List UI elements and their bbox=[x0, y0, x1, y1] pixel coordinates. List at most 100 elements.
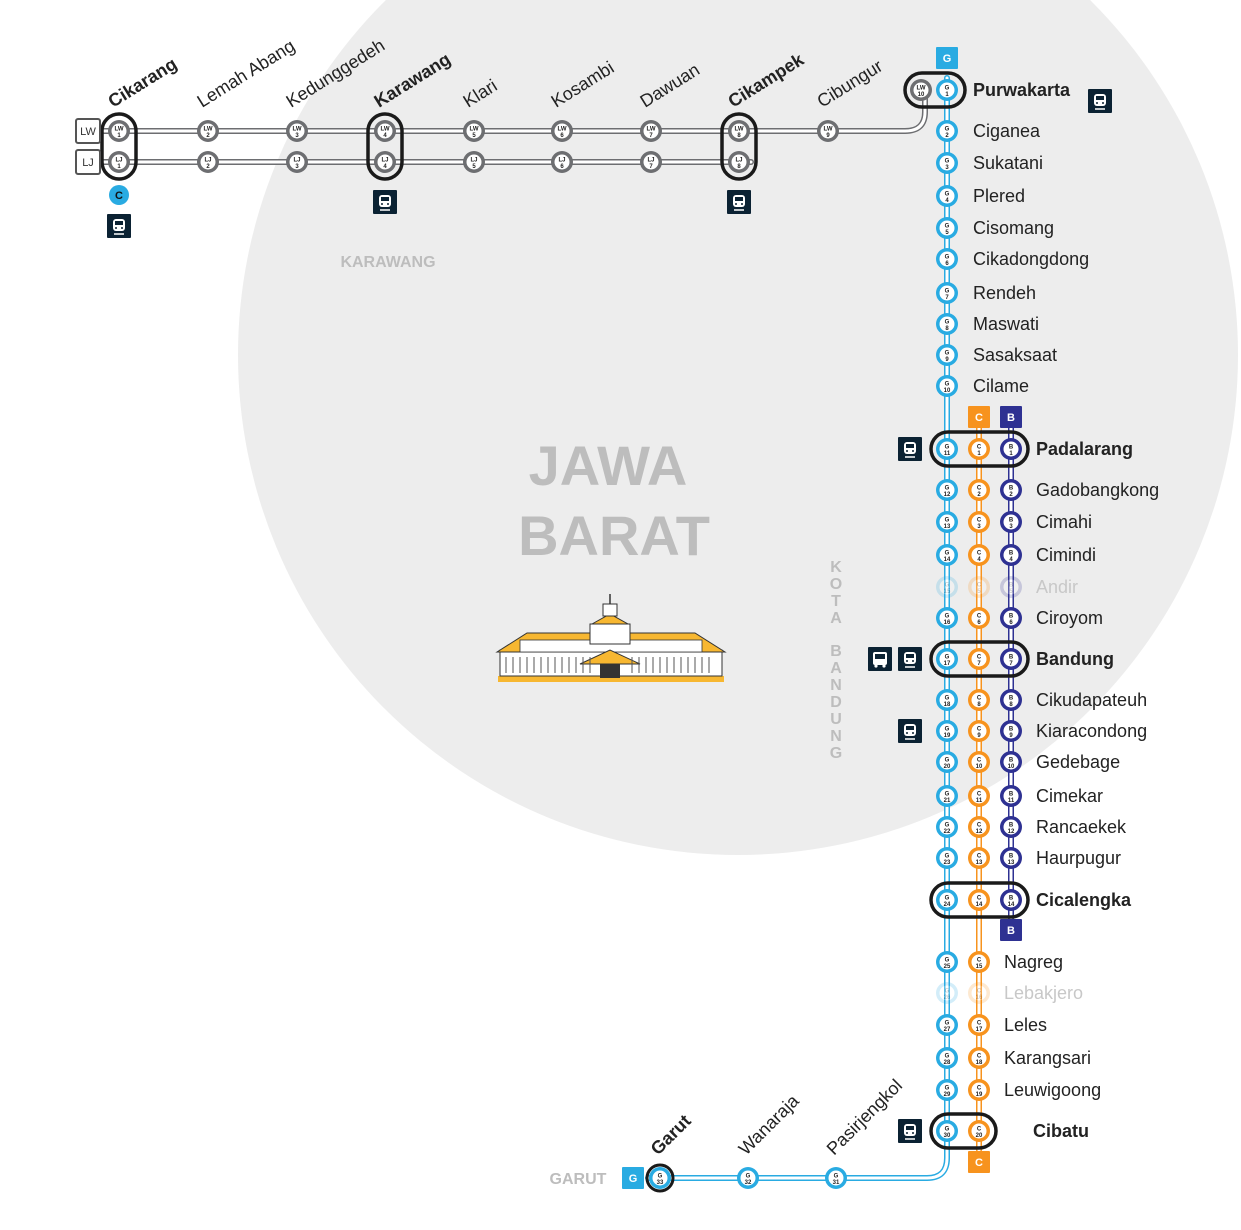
station-marker[interactable]: G4 bbox=[936, 185, 958, 207]
station-marker[interactable]: B13 bbox=[1000, 847, 1022, 869]
station-marker[interactable]: LJ7 bbox=[640, 151, 662, 173]
station-marker[interactable]: C14 bbox=[968, 889, 990, 911]
line-badge-c-cikarang[interactable]: C bbox=[109, 185, 129, 205]
station-name[interactable]: Padalarang bbox=[1036, 439, 1133, 459]
line-badge-c-low[interactable]: C bbox=[968, 1151, 990, 1173]
station-marker[interactable]: LW9 bbox=[817, 120, 839, 142]
station-marker[interactable]: G5 bbox=[936, 217, 958, 239]
station-marker[interactable]: LW6 bbox=[551, 120, 573, 142]
interchange-frame[interactable] bbox=[929, 430, 1030, 468]
station-marker[interactable]: C18 bbox=[968, 1047, 990, 1069]
station-marker[interactable]: G32 bbox=[737, 1167, 759, 1189]
station-marker[interactable]: LJ4 bbox=[374, 151, 396, 173]
station-marker[interactable]: C4 bbox=[968, 544, 990, 566]
station-marker[interactable]: C8 bbox=[968, 689, 990, 711]
station-marker[interactable]: G19 bbox=[936, 720, 958, 742]
station-marker[interactable]: LJ2 bbox=[197, 151, 219, 173]
station-marker[interactable]: LJ8 bbox=[728, 151, 750, 173]
station-marker[interactable]: C1 bbox=[968, 438, 990, 460]
station-marker[interactable]: C17 bbox=[968, 1014, 990, 1036]
station-name[interactable]: Rendeh bbox=[973, 283, 1036, 303]
station-marker[interactable]: G28 bbox=[936, 1047, 958, 1069]
station-marker[interactable]: LW5 bbox=[463, 120, 485, 142]
line-badge-b-mid[interactable]: B bbox=[1000, 406, 1022, 428]
train-icon[interactable] bbox=[898, 1119, 922, 1143]
station-marker[interactable]: B9 bbox=[1000, 720, 1022, 742]
station-marker[interactable]: LW1 bbox=[108, 120, 130, 142]
station-marker[interactable]: LW2 bbox=[197, 120, 219, 142]
train-icon[interactable] bbox=[1088, 89, 1112, 113]
station-marker[interactable]: B14 bbox=[1000, 889, 1022, 911]
station-marker[interactable]: LJ3 bbox=[286, 151, 308, 173]
station-marker[interactable]: G17 bbox=[936, 648, 958, 670]
station-name[interactable]: Cikadongdong bbox=[973, 249, 1089, 269]
station-name[interactable]: Purwakarta bbox=[973, 80, 1071, 100]
station-marker[interactable]: G26 bbox=[936, 982, 958, 1004]
station-marker[interactable]: B2 bbox=[1000, 479, 1022, 501]
interchange-frame-purwakarta[interactable] bbox=[903, 71, 967, 109]
station-marker[interactable]: G13 bbox=[936, 511, 958, 533]
train-icon[interactable] bbox=[727, 190, 751, 214]
station-marker[interactable]: G2 bbox=[936, 120, 958, 142]
train-icon[interactable] bbox=[898, 719, 922, 743]
station-marker[interactable]: G18 bbox=[936, 689, 958, 711]
station-marker[interactable]: LJ5 bbox=[463, 151, 485, 173]
line-badge-g-garut[interactable]: G bbox=[622, 1167, 644, 1189]
station-name[interactable]: Leles bbox=[1004, 1015, 1047, 1035]
station-name[interactable]: Pasirjengkol bbox=[823, 1075, 906, 1158]
station-name[interactable]: Kiaracondong bbox=[1036, 721, 1147, 741]
station-marker[interactable]: C9 bbox=[968, 720, 990, 742]
line-badge-lj[interactable]: LJ bbox=[75, 149, 101, 175]
station-name[interactable]: Lemah Abang bbox=[194, 36, 299, 112]
station-marker[interactable]: C15 bbox=[968, 951, 990, 973]
interchange-frame[interactable] bbox=[366, 112, 404, 181]
station-marker[interactable]: G31 bbox=[825, 1167, 847, 1189]
station-name[interactable]: Cicalengka bbox=[1036, 890, 1132, 910]
station-marker[interactable]: G21 bbox=[936, 785, 958, 807]
station-name[interactable]: Sukatani bbox=[973, 153, 1043, 173]
station-marker[interactable]: G1 bbox=[936, 79, 958, 101]
station-name[interactable]: Cibatu bbox=[1033, 1121, 1089, 1141]
station-marker[interactable]: G6 bbox=[936, 248, 958, 270]
station-marker[interactable]: LW3 bbox=[286, 120, 308, 142]
station-marker[interactable]: G30 bbox=[936, 1120, 958, 1142]
station-name[interactable]: Bandung bbox=[1036, 649, 1114, 669]
station-marker[interactable]: B10 bbox=[1000, 751, 1022, 773]
station-marker[interactable]: C11 bbox=[968, 785, 990, 807]
station-name[interactable]: Sasaksaat bbox=[973, 345, 1057, 365]
station-marker[interactable]: C20 bbox=[968, 1120, 990, 1142]
station-marker[interactable]: B11 bbox=[1000, 785, 1022, 807]
station-marker[interactable]: G24 bbox=[936, 889, 958, 911]
station-marker[interactable]: B6 bbox=[1000, 607, 1022, 629]
station-name[interactable]: Plered bbox=[973, 186, 1025, 206]
station-name[interactable]: Cilame bbox=[973, 376, 1029, 396]
station-marker[interactable]: G20 bbox=[936, 751, 958, 773]
line-badge-g-top[interactable]: G bbox=[936, 47, 958, 69]
station-marker[interactable]: G11 bbox=[936, 438, 958, 460]
station-marker[interactable]: B4 bbox=[1000, 544, 1022, 566]
station-marker[interactable]: G3 bbox=[936, 152, 958, 174]
station-marker[interactable]: B8 bbox=[1000, 689, 1022, 711]
station-marker[interactable]: LW7 bbox=[640, 120, 662, 142]
station-marker[interactable]: G33 bbox=[649, 1167, 671, 1189]
station-marker[interactable]: C16 bbox=[968, 982, 990, 1004]
train-icon[interactable] bbox=[373, 190, 397, 214]
interchange-frame[interactable] bbox=[100, 112, 138, 181]
station-name[interactable]: Andir bbox=[1036, 577, 1078, 597]
interchange-frame[interactable] bbox=[929, 640, 1030, 678]
station-name[interactable]: Cimindi bbox=[1036, 545, 1096, 565]
station-name[interactable]: Cikudapateuh bbox=[1036, 690, 1147, 710]
station-name[interactable]: Maswati bbox=[973, 314, 1039, 334]
station-marker[interactable]: C5 bbox=[968, 576, 990, 598]
station-marker[interactable]: LW4 bbox=[374, 120, 396, 142]
station-marker[interactable]: G15 bbox=[936, 576, 958, 598]
train-icon[interactable] bbox=[898, 647, 922, 671]
station-marker[interactable]: G7 bbox=[936, 282, 958, 304]
interchange-frame[interactable] bbox=[720, 112, 758, 181]
interchange-frame-cibatu[interactable] bbox=[929, 1112, 998, 1150]
line-badge-c-mid[interactable]: C bbox=[968, 406, 990, 428]
station-name[interactable]: Cisomang bbox=[973, 218, 1054, 238]
station-marker[interactable]: G14 bbox=[936, 544, 958, 566]
station-marker[interactable]: G16 bbox=[936, 607, 958, 629]
